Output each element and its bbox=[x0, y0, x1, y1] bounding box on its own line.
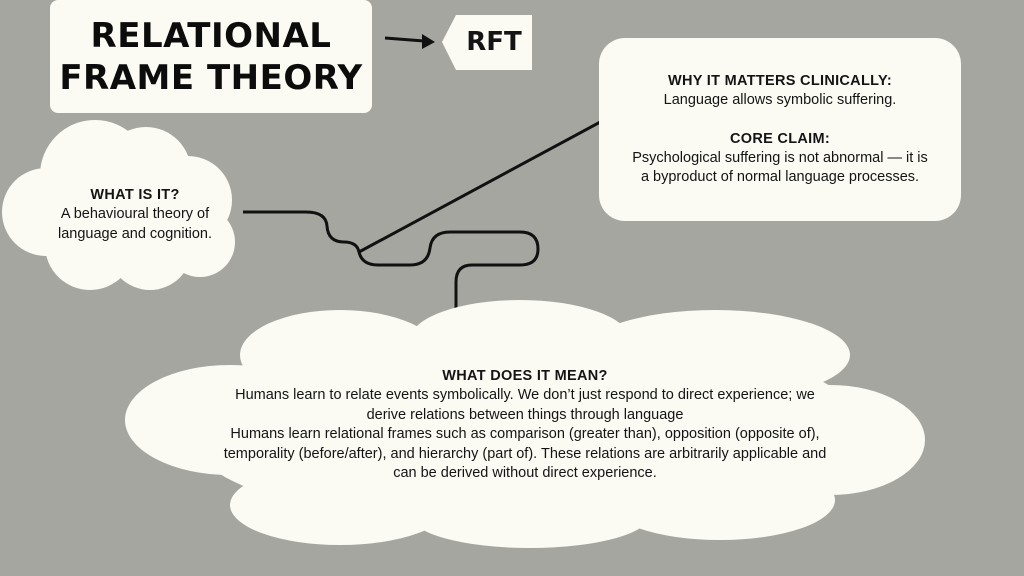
abbreviation-tag bbox=[442, 15, 532, 70]
title-line-2: FRAME THEORY bbox=[59, 57, 363, 98]
what-is-it-line-1: A behavioural theory of bbox=[60, 206, 210, 222]
what-is-it-line-2: language and cognition. bbox=[58, 225, 212, 242]
meaning-line-2: derive relations between things through … bbox=[366, 406, 684, 423]
core-claim-heading: CORE CLAIM: bbox=[730, 130, 830, 147]
arrow-line bbox=[384, 36, 425, 43]
what-is-it-cloud bbox=[2, 120, 235, 290]
clinical-box bbox=[599, 38, 961, 221]
abbreviation-label: RFT bbox=[466, 27, 522, 57]
clinical-text-1: Language allows symbolic suffering. bbox=[663, 92, 897, 108]
clinical-heading: WHY IT MATTERS CLINICALLY: bbox=[668, 73, 892, 89]
what-is-it-heading: WHAT IS IT? bbox=[90, 187, 180, 203]
clinical-text: WHY IT MATTERS CLINICALLY: Language allo… bbox=[599, 72, 961, 188]
connector-what-is-it-to-meaning bbox=[243, 210, 540, 325]
meaning-heading: WHAT DOES IT MEAN? bbox=[442, 368, 608, 384]
meaning-line-1: Humans learn to relate events symbolical… bbox=[235, 387, 815, 403]
meaning-cloud bbox=[125, 300, 925, 548]
meaning-text: WHAT DOES IT MEAN? Humans learn to relat… bbox=[150, 367, 900, 484]
what-is-it-text: WHAT IS IT? A behavioural theory of lang… bbox=[10, 186, 260, 244]
meaning-line-3: Humans learn relational frames such as c… bbox=[230, 426, 820, 442]
meaning-line-4: temporality (before/after), and hierarch… bbox=[223, 445, 827, 462]
meaning-line-5: can be derived without direct experience… bbox=[393, 465, 657, 481]
core-claim-line-1: Psychological suffering is not abnormal … bbox=[632, 149, 928, 166]
title-line-1: RELATIONAL bbox=[90, 15, 332, 56]
title-box: RELATIONAL FRAME THEORY bbox=[50, 0, 372, 113]
arrow-head-icon bbox=[422, 34, 435, 49]
core-claim-line-2: a byproduct of normal language processes… bbox=[640, 169, 920, 185]
connector-to-clinical-box bbox=[358, 118, 605, 254]
